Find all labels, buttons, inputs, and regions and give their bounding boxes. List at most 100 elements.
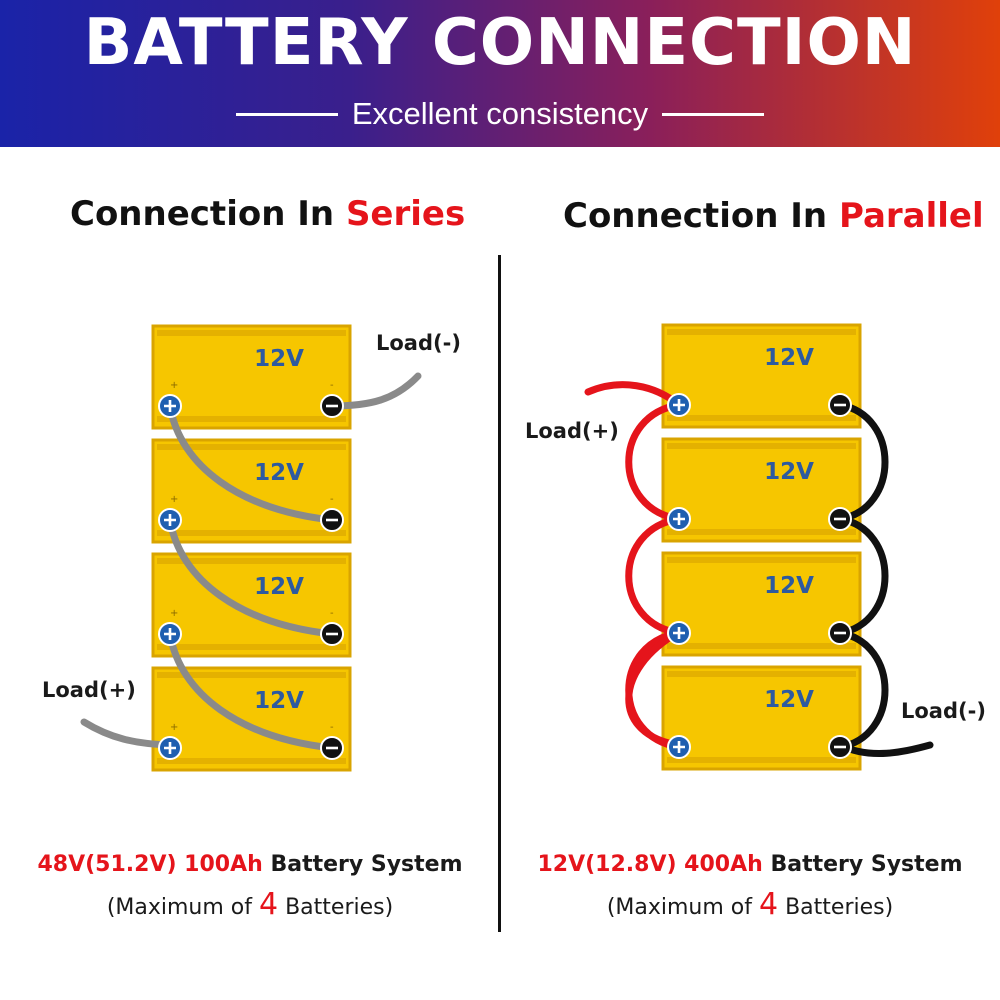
plus-mark: + [170, 380, 178, 391]
banner-title: BATTERY CONNECTION [83, 6, 917, 80]
battery-bottom-rim [667, 757, 856, 763]
battery-top-rim [157, 672, 346, 678]
series-battery-3: 12V + - [151, 552, 352, 658]
voltage-label: 12V [764, 573, 814, 599]
negative-terminal-icon [320, 736, 344, 760]
series-diagram: 12V + - 12V + - 12V + - 12V + - [80, 324, 422, 772]
battery-body [151, 666, 352, 772]
series-link-cable-2 [166, 516, 336, 638]
parallel-caption-count: 4 [759, 887, 779, 922]
positive-terminal-icon [667, 507, 691, 531]
minus-mark: - [330, 494, 334, 505]
plus-mark: + [170, 494, 178, 505]
positive-terminal-icon [667, 735, 691, 759]
battery-body [661, 437, 862, 543]
parallel-negative-link-1 [836, 401, 889, 523]
parallel-caption-system: Battery System [762, 852, 963, 877]
series-caption-line2: (Maximum of 4 Batteries) [0, 887, 500, 922]
series-caption-spec: 48V(51.2V) 100Ah [37, 852, 263, 877]
battery-body [661, 665, 862, 771]
parallel-caption-pre: (Maximum of [606, 895, 759, 920]
battery-top-rim [157, 558, 346, 564]
negative-terminal-icon [828, 507, 852, 531]
parallel-positive-link-2 [625, 515, 683, 637]
positive-terminal-icon [158, 736, 182, 760]
positive-terminal-icon [158, 508, 182, 532]
parallel-caption-spec: 12V(12.8V) 400Ah [537, 852, 763, 877]
plus-mark: + [170, 608, 178, 619]
series-caption-post: Batteries) [278, 895, 394, 920]
battery-body [661, 551, 862, 657]
battery-bottom-rim [157, 530, 346, 536]
parallel-heading-accent: Parallel [838, 196, 984, 236]
parallel-caption-line1: 12V(12.8V) 400Ah Battery System [500, 852, 1000, 877]
battery-bottom-rim [667, 415, 856, 421]
minus-mark: - [330, 608, 334, 619]
parallel-caption: 12V(12.8V) 400Ah Battery System (Maximum… [500, 852, 1000, 922]
series-caption-line1: 48V(51.2V) 100Ah Battery System [0, 852, 500, 877]
battery-bottom-rim [157, 416, 346, 422]
voltage-label: 12V [764, 345, 814, 371]
negative-terminal-icon [320, 622, 344, 646]
plus-glyph [673, 513, 685, 525]
plus-mark: + [170, 722, 178, 733]
parallel-positive-bottom-link [625, 628, 683, 749]
parallel-load-negative-label: Load(-) [901, 699, 986, 723]
negative-terminal-icon [320, 394, 344, 418]
series-caption-count: 4 [259, 887, 279, 922]
banner-left-line [235, 112, 338, 116]
negative-terminal-icon [828, 393, 852, 417]
series-heading-accent: Series [345, 194, 466, 234]
positive-terminal-icon [667, 621, 691, 645]
voltage-label: 12V [764, 459, 814, 485]
battery-bottom-rim [157, 644, 346, 650]
minus-mark: - [330, 722, 334, 733]
series-caption: 48V(51.2V) 100Ah Battery System (Maximum… [0, 852, 500, 922]
plus-glyph [164, 514, 176, 526]
battery-top-rim [667, 443, 856, 449]
series-battery-4: 12V + - [151, 666, 352, 772]
banner-subtitle: Excellent consistency [351, 96, 649, 131]
series-heading: Connection In Series [70, 194, 465, 234]
series-caption-system: Battery System [262, 852, 463, 877]
battery-top-rim [667, 557, 856, 563]
parallel-caption-line2: (Maximum of 4 Batteries) [500, 887, 1000, 922]
series-battery-2: 12V + - [151, 438, 352, 544]
negative-terminal-icon [320, 508, 344, 532]
negative-terminal-icon [828, 735, 852, 759]
parallel-battery-3: 12V [661, 551, 862, 657]
parallel-caption-post: Batteries) [778, 895, 894, 920]
parallel-battery-4: 12V [661, 665, 862, 771]
parallel-heading-prefix: Connection In [563, 196, 839, 236]
voltage-label: 12V [254, 460, 304, 486]
header-banner: BATTERY CONNECTION Excellent consistency [0, 0, 1000, 147]
voltage-label: 12V [764, 687, 814, 713]
minus-mark: - [330, 380, 334, 391]
parallel-battery-2: 12V [661, 437, 862, 543]
series-link-cable-1 [166, 402, 336, 524]
series-load-negative-label: Load(-) [376, 331, 461, 355]
series-heading-prefix: Connection In [70, 194, 346, 234]
positive-terminal-icon [158, 622, 182, 646]
voltage-label: 12V [254, 688, 304, 714]
section-divider [498, 255, 501, 932]
battery-top-rim [667, 671, 856, 677]
banner-subtitle-row: Excellent consistency [0, 94, 1000, 134]
plus-glyph [673, 627, 685, 639]
battery-body [661, 323, 862, 429]
battery-body [151, 552, 352, 658]
plus-glyph [673, 741, 685, 753]
battery-bottom-rim [667, 529, 856, 535]
parallel-heading: Connection In Parallel [563, 196, 984, 236]
banner-right-line [662, 112, 765, 116]
voltage-label: 12V [254, 346, 304, 372]
plus-glyph [164, 742, 176, 754]
parallel-load-positive-label: Load(+) [525, 419, 619, 443]
plus-glyph [164, 400, 176, 412]
plus-glyph [164, 628, 176, 640]
positive-terminal-icon [667, 393, 691, 417]
parallel-positive-link-1 [625, 401, 683, 523]
negative-terminal-icon [828, 621, 852, 645]
voltage-label: 12V [254, 574, 304, 600]
